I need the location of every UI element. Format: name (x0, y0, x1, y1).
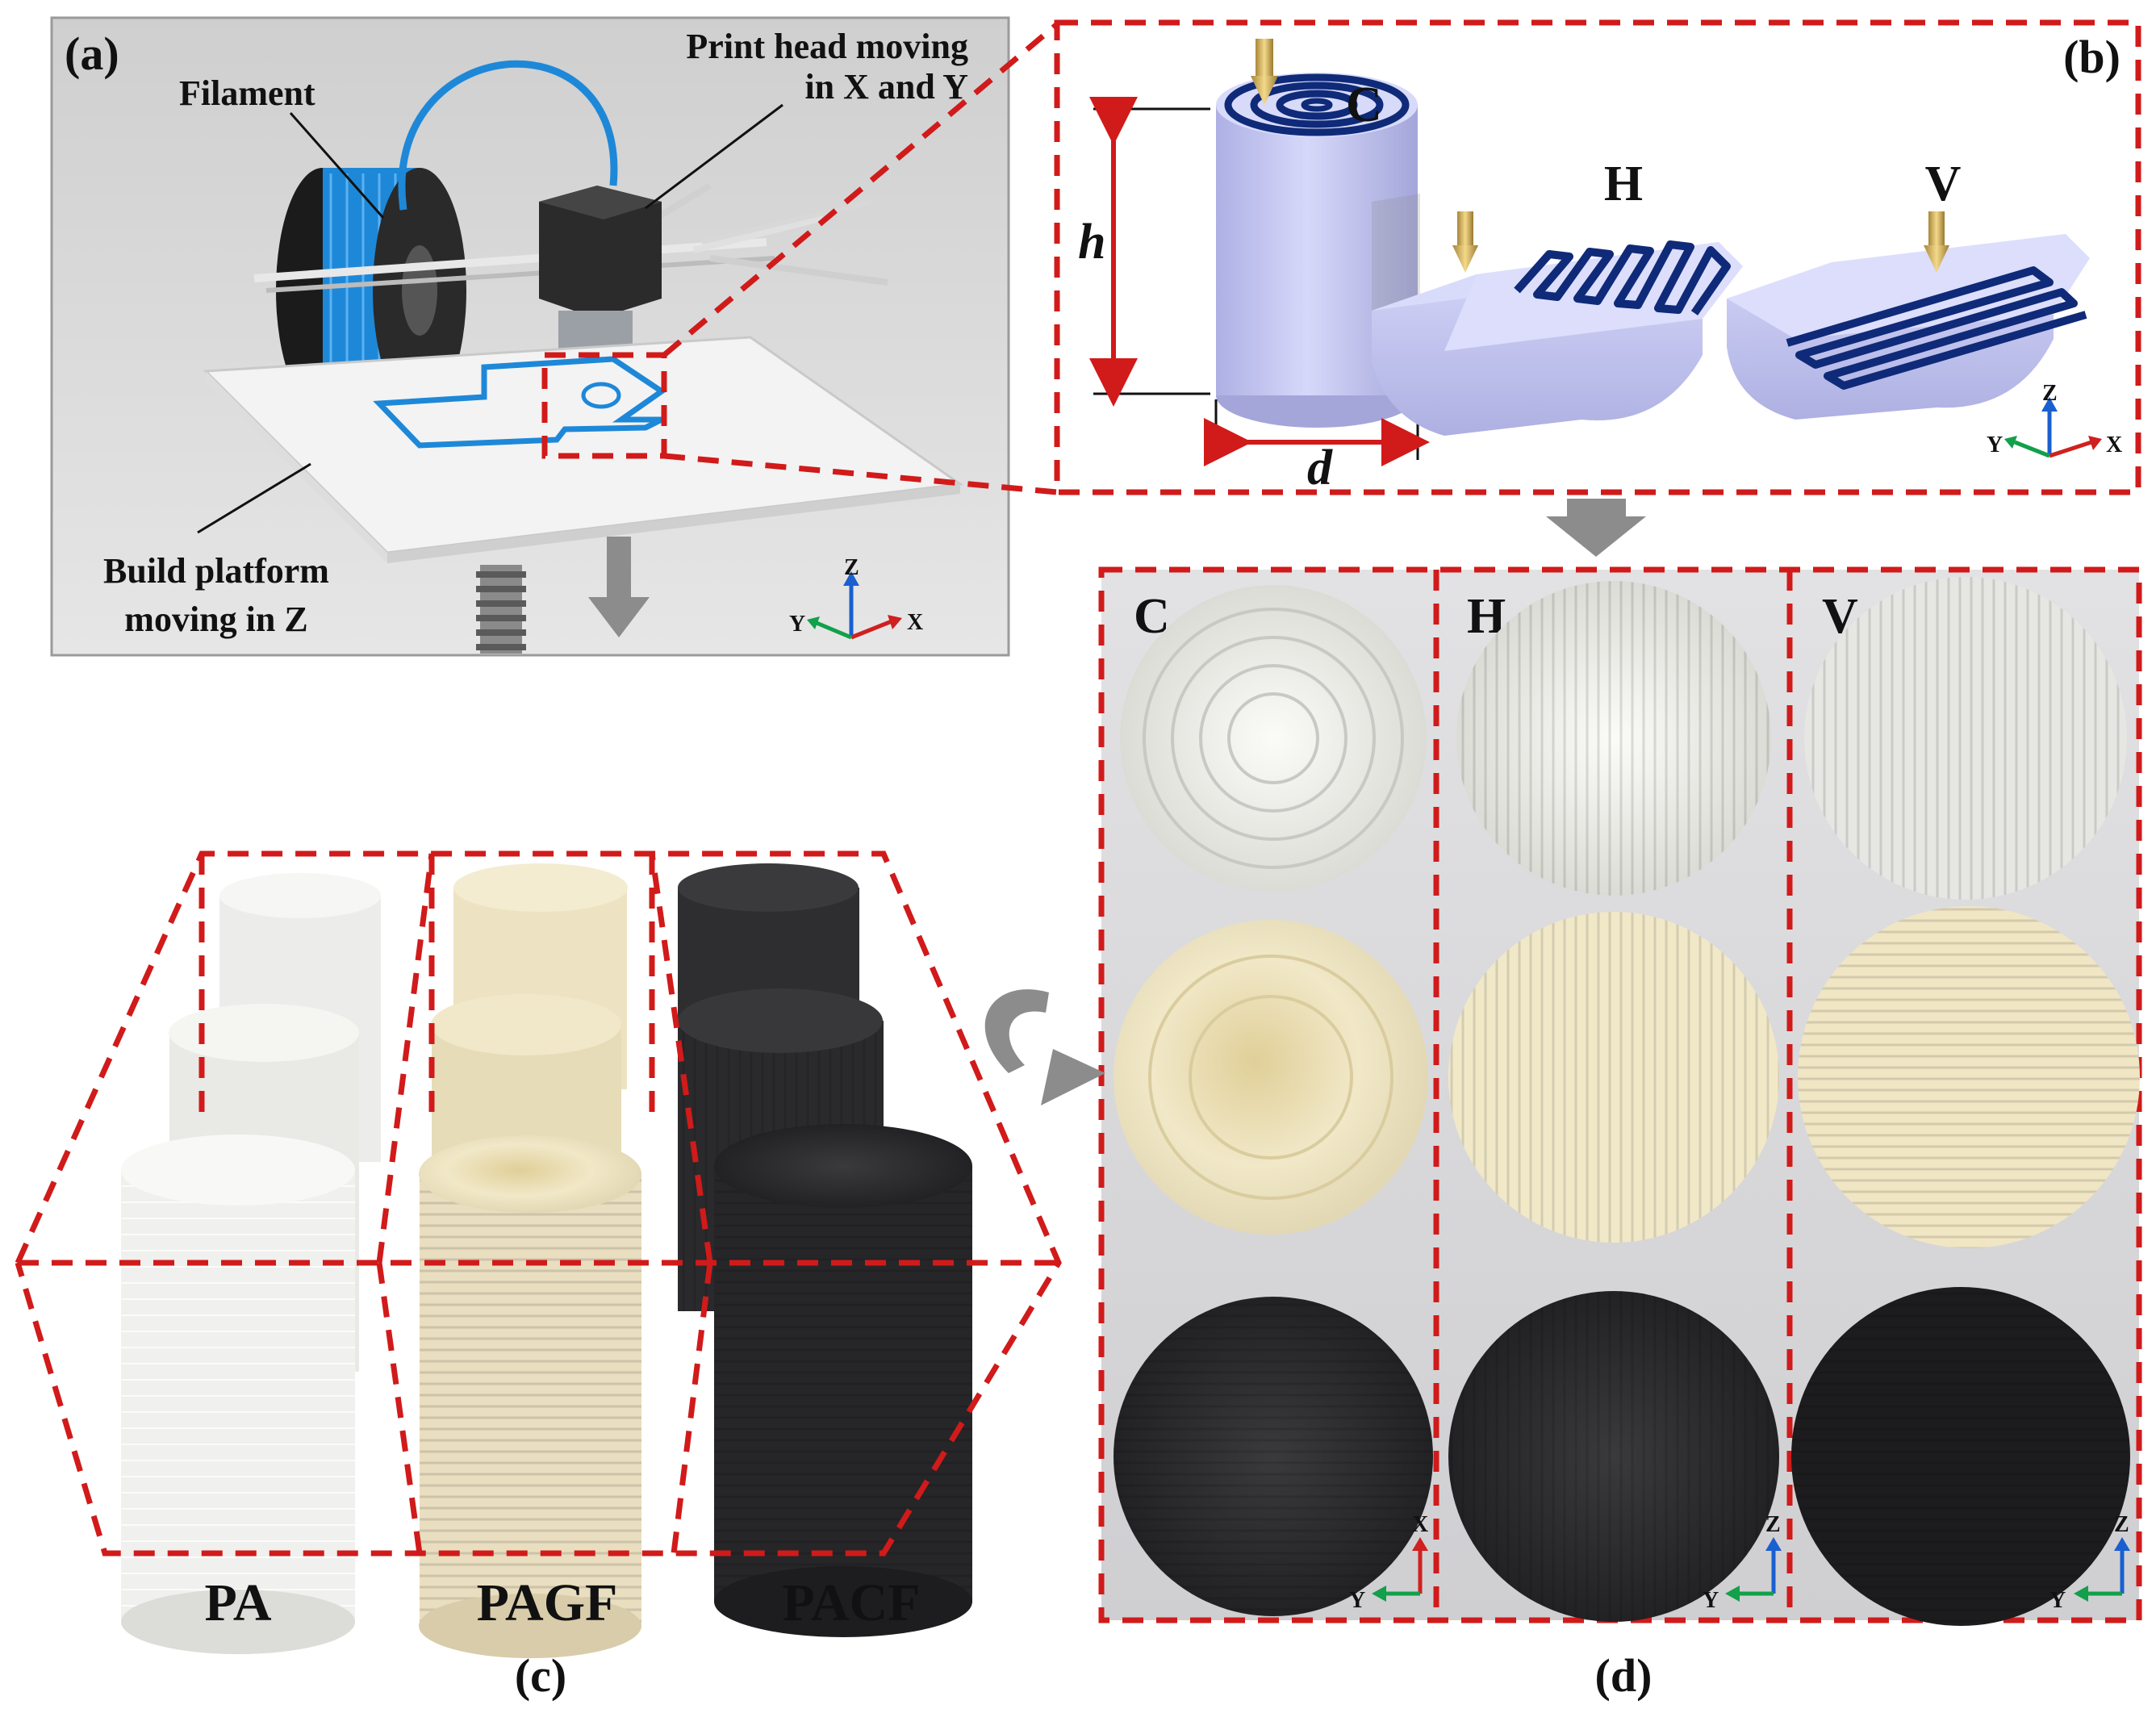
specimen-top-pa-c (1120, 585, 1427, 892)
filament-label: Filament (179, 73, 315, 113)
axis-triad-d-c: X Y (1349, 1512, 1428, 1613)
z-motion-arrow (588, 537, 650, 637)
specimen-top-pagf-v (1798, 906, 2140, 1248)
axis-triad-b: Z X Y (1987, 381, 2122, 458)
build-platform (203, 336, 964, 563)
specimen-top-pacf-v (1791, 1287, 2130, 1626)
platform-label-line1: Build platform (103, 551, 329, 591)
specimen-top-pacf-c (1114, 1297, 1433, 1616)
orientation-h-label: H (1604, 157, 1643, 211)
orientation-v-label: V (1925, 157, 1962, 211)
material-pa-label: PA (204, 1573, 271, 1632)
lead-screw (476, 565, 526, 654)
axis-z-label-b: Z (2042, 381, 2058, 406)
axis-triad-d-h: Z Y (1703, 1512, 1782, 1613)
specimen-group-pa (121, 873, 381, 1654)
specimen-top-pacf-h (1448, 1291, 1779, 1622)
panel-a-background (50, 16, 1010, 657)
specimen-top-pagf-h (1448, 912, 1779, 1243)
axis-y-label-a: Y (789, 612, 805, 637)
axis-x-label-d: X (1412, 1512, 1428, 1537)
panel-b-tag: (b) (2063, 31, 2120, 83)
axis-x-label-a: X (907, 610, 923, 635)
material-pagf-label: PAGF (477, 1573, 618, 1632)
panel-d: (d) C H V (1098, 566, 2142, 1702)
diameter-label: d (1307, 441, 1333, 495)
panel-d-tag: (d) (1595, 1649, 1653, 1702)
panel-a-tag: (a) (65, 27, 119, 80)
axis-triad-a: Z X Y (789, 555, 923, 640)
axis-y-label-b: Y (1987, 432, 2003, 458)
flow-arrow-b-to-d (1546, 499, 1646, 557)
specimen-v-half (1727, 211, 2090, 420)
specimen-top-pa-v (1804, 577, 2127, 900)
panel-c-frame (15, 850, 1062, 1556)
panel-c: PA PAGF PACF (c) (15, 850, 1062, 1702)
specimen-top-pagf-c (1114, 920, 1428, 1235)
specimen-h-half (1372, 194, 1743, 436)
panel-b: (b) C h d (1054, 19, 2141, 495)
panel-b-frame (1054, 19, 2141, 495)
print-head-label-line1: Print head moving (686, 27, 968, 66)
print-head (539, 186, 662, 370)
zoom-box-a (541, 352, 667, 459)
panel-c-tag: (c) (515, 1649, 566, 1702)
panel-a: (a) (50, 16, 1010, 657)
height-dimension: h (1078, 97, 1210, 407)
print-head-label-line2: in X and Y (804, 67, 968, 107)
flow-arrow-d-to-c (984, 989, 1049, 1073)
material-pacf-label: PACF (782, 1573, 920, 1632)
axis-z-label-d-h: Z (1765, 1512, 1781, 1537)
axis-z-label-d-v: Z (2114, 1512, 2129, 1537)
specimen-group-pacf (678, 863, 972, 1637)
printed-part-outline (373, 356, 667, 449)
panel-d-frame (1098, 566, 2142, 1623)
platform-label-line2: moving in Z (124, 600, 307, 639)
axis-z-label-a: Z (844, 555, 859, 580)
axis-y-label-d-h: Y (1703, 1588, 1719, 1613)
specimen-top-pa-h (1456, 581, 1771, 896)
orientation-c-label: C (1346, 77, 1382, 132)
axis-y-label-d-c: Y (1349, 1588, 1365, 1613)
axis-y-label-d-v: Y (2049, 1588, 2066, 1613)
axis-x-label-b: X (2106, 432, 2122, 458)
height-label: h (1078, 215, 1105, 270)
axis-triad-d-v: Z Y (2049, 1512, 2130, 1613)
filament-tube (398, 60, 618, 211)
